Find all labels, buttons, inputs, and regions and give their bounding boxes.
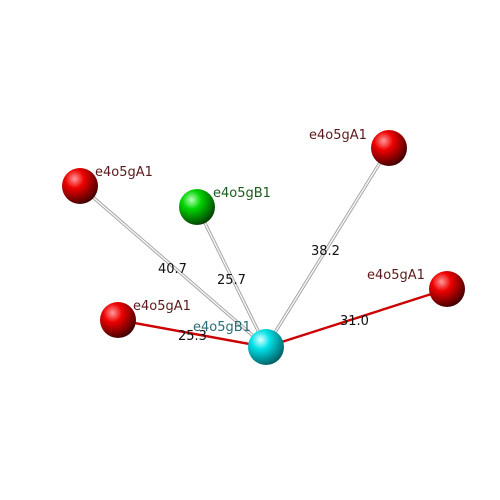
atom-a3	[371, 130, 407, 166]
atom-a1	[62, 168, 98, 204]
atom-label-a1: e4o5gA1	[95, 165, 153, 180]
atom-label-a4: e4o5gA1	[367, 268, 425, 283]
bond-label-a1: 40.7	[158, 262, 187, 277]
atom-a5	[100, 302, 136, 338]
bond-label-a5: 25.3	[178, 329, 207, 344]
atom-a4	[429, 271, 465, 307]
atom-a2	[179, 189, 215, 225]
bonds-layer	[78, 146, 449, 349]
bond-label-a3: 38.2	[311, 244, 340, 259]
atom-label-center: e4o5gB1	[193, 320, 251, 335]
atom-label-a2: e4o5gB1	[213, 186, 271, 201]
bond-a3	[264, 146, 391, 349]
atom-label-a3: e4o5gA1	[309, 128, 367, 143]
bond-label-a2: 25.7	[217, 273, 246, 288]
atoms-layer	[62, 130, 465, 365]
labels-layer: 40.725.738.231.025.3e4o5gB1e4o5gA1e4o5gB…	[95, 128, 425, 344]
atom-center	[248, 329, 284, 365]
bond-a4	[264, 287, 449, 349]
bond-a1	[78, 184, 268, 349]
bond-label-a4: 31.0	[340, 314, 369, 329]
bond-a5	[116, 318, 268, 349]
bond-a2	[195, 205, 268, 349]
atom-label-a5: e4o5gA1	[133, 299, 191, 314]
